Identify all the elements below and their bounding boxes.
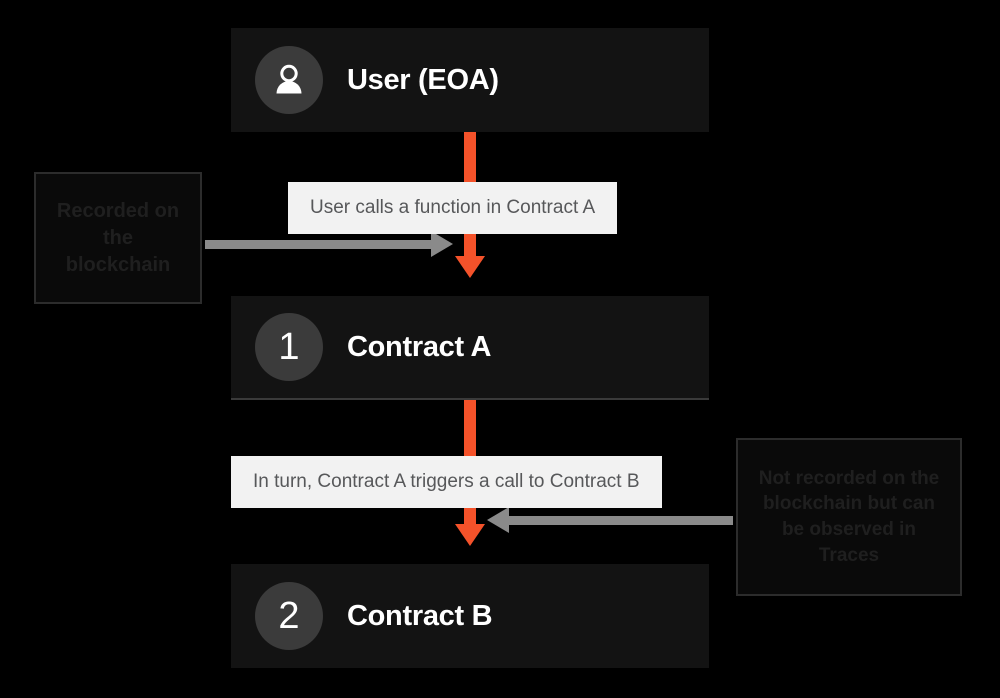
callout-not-recorded-observed-in-traces: Not recorded on the blockchain but can b… xyxy=(736,438,962,596)
callout-recorded-on-blockchain: Recorded on the blockchain xyxy=(34,172,202,304)
gray-connector-left-arrowhead-icon xyxy=(431,231,453,257)
person-icon xyxy=(255,46,323,114)
node-user[interactable]: User (EOA) xyxy=(231,28,709,132)
gray-connector-right-arrowhead-icon xyxy=(487,507,509,533)
caption-contract-a-triggers-contract-b: In turn, Contract A triggers a call to C… xyxy=(231,456,662,508)
step-number-badge: 1 xyxy=(255,313,323,381)
node-contract-a[interactable]: 1 Contract A xyxy=(231,296,709,400)
flow-arrow-contract-a-to-contract-b-head-icon xyxy=(455,524,485,546)
step-number-badge: 2 xyxy=(255,582,323,650)
gray-connector-right-line xyxy=(505,516,733,525)
gray-connector-left-line xyxy=(205,240,437,249)
caption-user-calls-contract-a: User calls a function in Contract A xyxy=(288,182,618,234)
node-contract-b-label: Contract B xyxy=(347,599,493,632)
flow-arrow-user-to-contract-a-head-icon xyxy=(455,256,485,278)
node-user-label: User (EOA) xyxy=(347,63,499,96)
node-contract-b[interactable]: 2 Contract B xyxy=(231,564,709,668)
node-contract-a-label: Contract A xyxy=(347,330,492,363)
